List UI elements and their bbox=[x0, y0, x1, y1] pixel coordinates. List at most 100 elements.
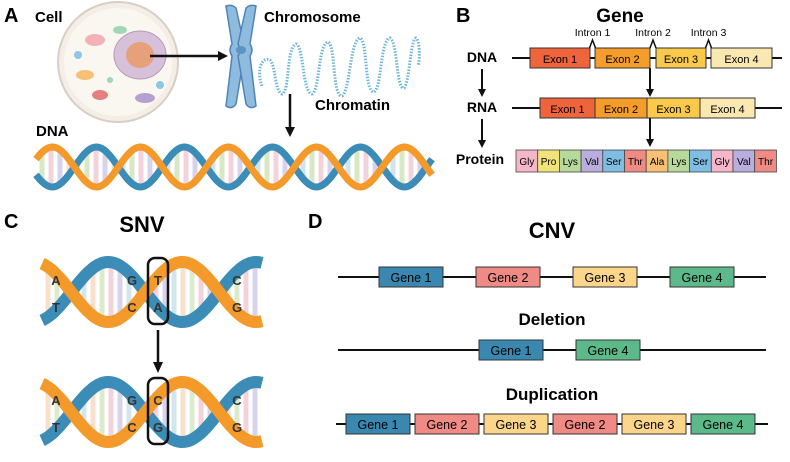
amino-acid-label: Ala bbox=[650, 157, 665, 168]
row-label-dna: DNA bbox=[467, 49, 497, 65]
rna-exon-4 bbox=[699, 97, 756, 119]
snv-variant-strand-orange bbox=[39, 375, 264, 449]
cnv-title: CNV bbox=[529, 218, 576, 243]
gene-box bbox=[483, 413, 549, 435]
gene-label: Gene 3 bbox=[495, 418, 536, 432]
row-label-rna: RNA bbox=[467, 99, 497, 115]
snv-original-strand-orange bbox=[39, 255, 264, 329]
panel-letter-d: D bbox=[308, 211, 322, 233]
gene-box bbox=[575, 339, 641, 361]
intron-label-1: Intron 1 bbox=[575, 27, 611, 39]
dna-exon-label-2: Exon 2 bbox=[605, 54, 639, 66]
intron-2 bbox=[649, 37, 657, 49]
cell-illustration bbox=[57, 1, 179, 123]
dna-exon-1 bbox=[529, 47, 591, 69]
chromosome-label: Chromosome bbox=[264, 9, 361, 26]
amino-acid-label: Ser bbox=[606, 157, 622, 168]
snv-variant-base-top: C bbox=[232, 393, 242, 408]
deletion-label: Deletion bbox=[518, 310, 585, 329]
dna-exon-4 bbox=[710, 47, 773, 69]
snv-original-base-top: A bbox=[51, 273, 61, 288]
chromatin-fiber bbox=[258, 36, 421, 98]
gene-label: Gene 4 bbox=[587, 344, 628, 358]
snv-original-base-top: T bbox=[154, 273, 162, 288]
dna-a-strand-orange bbox=[33, 143, 435, 191]
chromatin-label: Chromatin bbox=[315, 97, 390, 114]
gene-label: Gene 1 bbox=[490, 344, 531, 358]
gene-label: Gene 4 bbox=[681, 271, 722, 285]
gene-box bbox=[552, 413, 618, 435]
gene-label: Gene 1 bbox=[357, 418, 398, 432]
duplication-genes: Gene 1 Gene 2 Gene 3 Gene 2 Gene 3 Gene 4 bbox=[345, 413, 756, 435]
dna-exon-3 bbox=[655, 47, 707, 69]
snv-original-variant-highlight bbox=[146, 256, 170, 326]
snv-variant-variant-highlight bbox=[146, 376, 170, 446]
amino-acid bbox=[754, 149, 777, 173]
amino-acid-label: Lys bbox=[671, 157, 686, 168]
snv-variant-base-bottom: G bbox=[232, 420, 242, 435]
snv-original-base-bottom: T bbox=[52, 300, 60, 315]
amino-acid-label: Lys bbox=[563, 157, 578, 168]
gene-box bbox=[378, 266, 444, 288]
rna-exon-label-2: Exon 2 bbox=[604, 104, 638, 116]
gene-box bbox=[669, 266, 735, 288]
dna-exon-label-4: Exon 4 bbox=[724, 54, 758, 66]
snv-title: SNV bbox=[119, 212, 165, 237]
gene-box bbox=[345, 413, 411, 435]
rna-exon-label-1: Exon 1 bbox=[550, 104, 584, 116]
snv-variant-base-bottom: C bbox=[127, 420, 137, 435]
panel-a: A Cell Chromosome Chroma bbox=[4, 1, 435, 191]
dna-label: DNA bbox=[36, 123, 69, 140]
gene-box bbox=[621, 413, 687, 435]
dna-exon-2 bbox=[594, 47, 651, 69]
gene-label: Gene 2 bbox=[426, 418, 467, 432]
gene-label: Gene 2 bbox=[564, 418, 605, 432]
rna-exon-label-4: Exon 4 bbox=[710, 104, 744, 116]
gene-label: Gene 4 bbox=[702, 418, 743, 432]
gene-box bbox=[475, 266, 541, 288]
amino-acid-label: Gly bbox=[519, 157, 534, 168]
rna-exon-label-3: Exon 3 bbox=[656, 104, 690, 116]
snv-variant-base-top: G bbox=[127, 393, 137, 408]
snv-variant-base-bottom: G bbox=[153, 420, 163, 435]
deletion-genes: Gene 1 Gene 4 bbox=[478, 339, 641, 361]
amino-acid-label: Gly bbox=[715, 157, 730, 168]
chromosome-illustration bbox=[225, 4, 257, 109]
snv-variant-base-top: C bbox=[153, 393, 163, 408]
gene-title: Gene bbox=[596, 6, 644, 27]
row-label-protein: Protein bbox=[456, 151, 504, 167]
panel-letter-b: B bbox=[456, 5, 470, 27]
amino-acid-label: Thr bbox=[628, 157, 644, 168]
snv-original-base-bottom: A bbox=[153, 300, 163, 315]
amino-acid-label: Val bbox=[737, 157, 751, 168]
snv-variant-strand-blue bbox=[39, 375, 264, 449]
gene-label: Gene 3 bbox=[633, 418, 674, 432]
snv-original-base-top: C bbox=[232, 273, 242, 288]
panel-letter-a: A bbox=[4, 5, 18, 27]
intron-label-3: Intron 3 bbox=[691, 27, 727, 39]
dna-a-strand-blue bbox=[33, 143, 435, 191]
cell-label: Cell bbox=[35, 9, 63, 26]
snv-original-base-top: G bbox=[127, 273, 137, 288]
snv-variant-base-top: A bbox=[51, 393, 61, 408]
snv-original-base-bottom: C bbox=[127, 300, 137, 315]
gene-box bbox=[572, 266, 638, 288]
amino-acid-label: Thr bbox=[758, 157, 774, 168]
snv-original-base-bottom: G bbox=[232, 300, 242, 315]
intron-label-2: Intron 2 bbox=[635, 27, 671, 39]
amino-acid-label: Pro bbox=[541, 157, 557, 168]
gene-box bbox=[414, 413, 480, 435]
dna-double-helix bbox=[33, 143, 435, 191]
panel-letter-c: C bbox=[4, 211, 18, 233]
rna-exons: Exon 1 Exon 2 Exon 3 Exon 4 bbox=[539, 97, 756, 119]
snv-variant-base-bottom: T bbox=[52, 420, 60, 435]
